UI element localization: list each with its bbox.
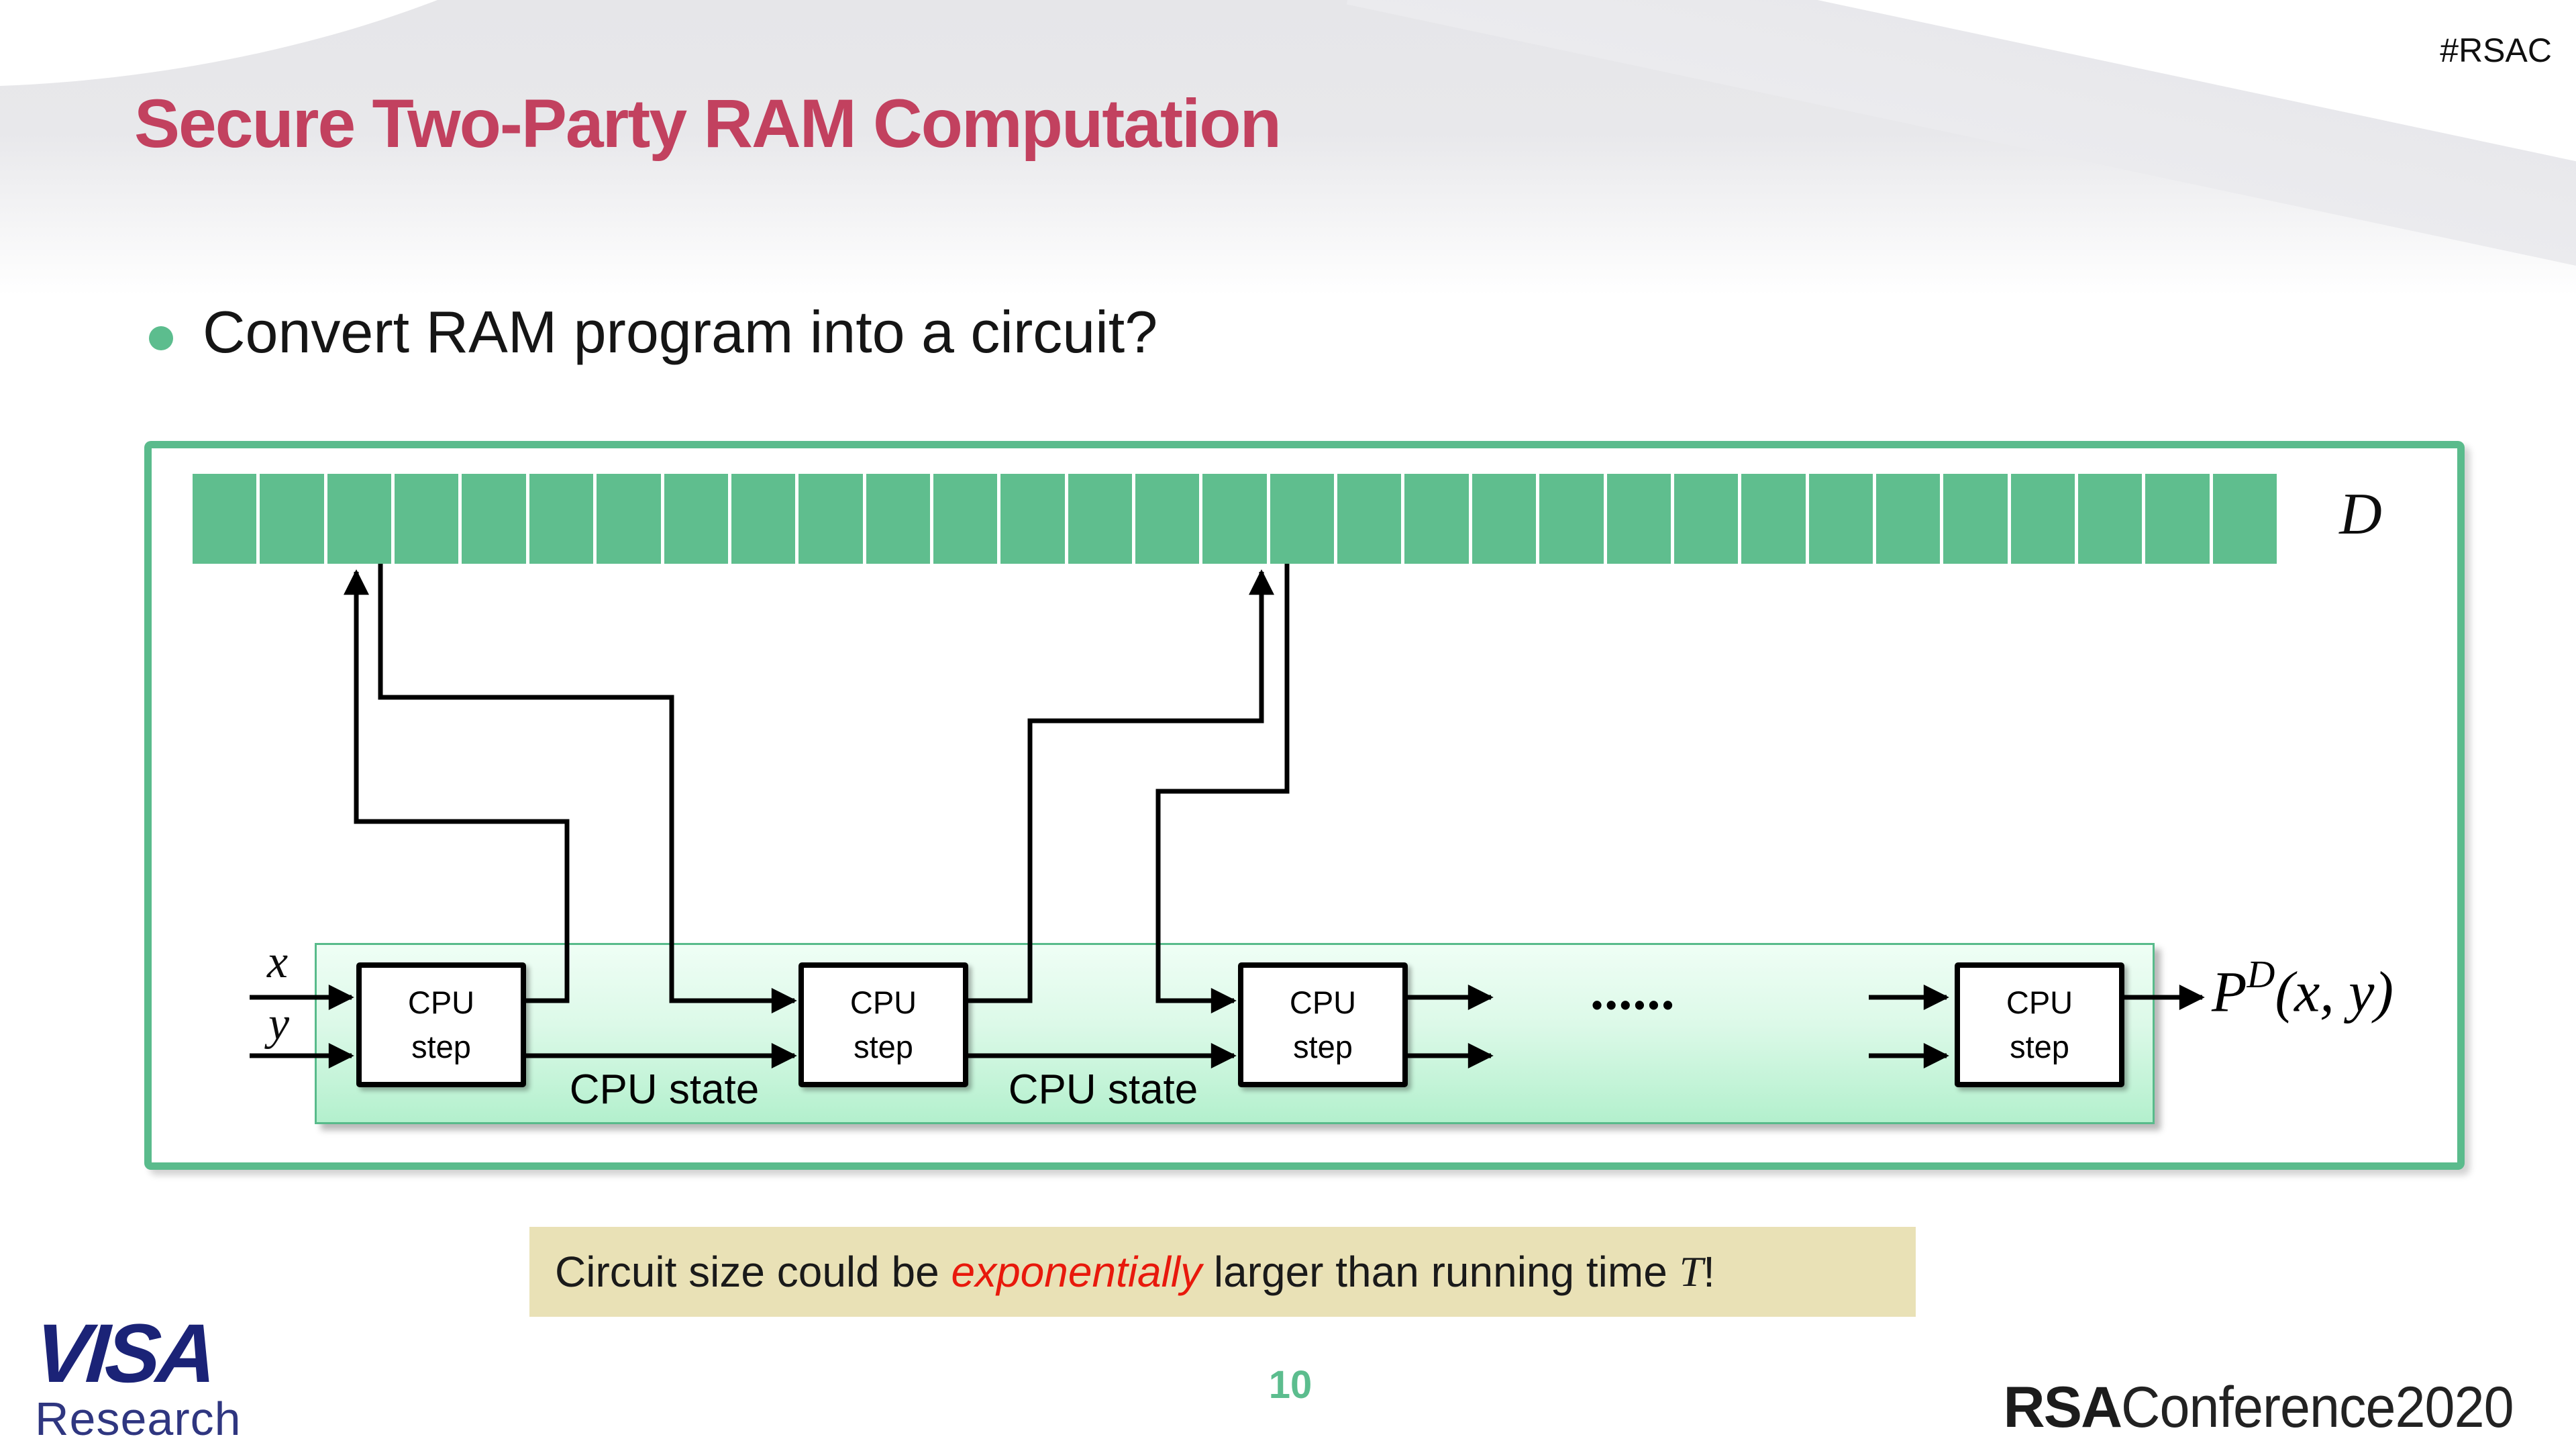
cpu-box-line2: step [2010,1029,2069,1064]
memory-cell [1606,474,1671,564]
ellipsis-dots: •••••• [1592,987,1677,1022]
input-label-x: x [267,936,289,988]
memory-cell [1068,474,1133,564]
memory-cell [1943,474,2008,564]
memory-label: D [2339,482,2382,547]
memory-cell [1270,474,1335,564]
cpu-box-line1: CPU [407,985,475,1020]
bullet-text: Convert RAM program into a circuit? [203,299,1158,365]
cpu-box-line1: CPU [2006,985,2073,1020]
memory-cell [731,474,796,564]
rsa-conference-logo: RSAConference2020 [2003,1375,2538,1441]
formula-args: (x, y) [2275,959,2394,1024]
rsac-hashtag: #RSAC [2440,32,2552,69]
memory-cell [2010,474,2075,564]
callout-box: Circuit size could be exponentially larg… [529,1227,1916,1317]
rsa-logo-light: Conference2020 [2121,1375,2514,1440]
memory-cell [2212,474,2277,564]
formula-superscript: D [2247,952,2275,996]
memory-cell [260,474,324,564]
memory-cell [1202,474,1267,564]
cpu-box-line2: step [1293,1029,1353,1064]
memory-cell [395,474,459,564]
memory-cell [1000,474,1065,564]
callout-math-t: T [1679,1248,1704,1295]
rsa-logo-bold: RSA [2003,1375,2122,1440]
memory-cell [798,474,863,564]
memory-cell [866,474,930,564]
memory-cell [1808,474,1873,564]
memory-cell [1741,474,1806,564]
memory-cell [529,474,594,564]
memory-cell [327,474,392,564]
memory-cell [193,474,257,564]
memory-cell [2145,474,2210,564]
memory-cell [1337,474,1402,564]
memory-cell [1875,474,1941,564]
cpu-box-line2: step [411,1029,471,1064]
cpu-step-box-1: CPU step [356,962,526,1087]
visa-research-logo: VISA Research [32,1306,242,1446]
cpu-state-label-2: CPU state [1008,1066,1198,1113]
callout-mid: larger than running time [1202,1248,1680,1296]
cpu-step-box-3: CPU step [1238,962,1408,1087]
memory-cell [597,474,661,564]
wave-white-wedge [1063,0,2576,203]
cpu-box-line1: CPU [849,985,917,1020]
memory-cell [1472,474,1537,564]
cpu-box-line1: CPU [1289,985,1357,1020]
memory-cell [462,474,526,564]
callout-pre: Circuit size could be [555,1248,951,1296]
visa-research-label: Research [35,1393,242,1445]
memory-cell [1673,474,1739,564]
cpu-state-label-1: CPU state [569,1066,760,1113]
formula-base: P [2212,959,2247,1024]
slide-title: Secure Two-Party RAM Computation [134,85,1282,162]
bullet-dot-icon [149,326,173,350]
input-label-y: y [268,998,290,1050]
cpu-box-line2: step [854,1029,913,1064]
output-formula: PD(x, y) [2212,952,2394,1026]
page-number: 10 [1268,1363,1312,1407]
memory-cell [2078,474,2143,564]
memory-cell [1539,474,1604,564]
memory-cell [933,474,998,564]
cpu-step-box-2: CPU step [798,962,968,1087]
visa-wordmark: VISA [32,1307,217,1400]
callout-emphasis: exponentially [951,1248,1202,1296]
memory-cell [1135,474,1200,564]
memory-cell [664,474,728,564]
cpu-step-box-4: CPU step [1955,962,2124,1087]
callout-end: ! [1703,1248,1715,1296]
memory-array [193,474,2277,564]
memory-cell [1404,474,1469,564]
wave-stripe [1346,0,2576,284]
